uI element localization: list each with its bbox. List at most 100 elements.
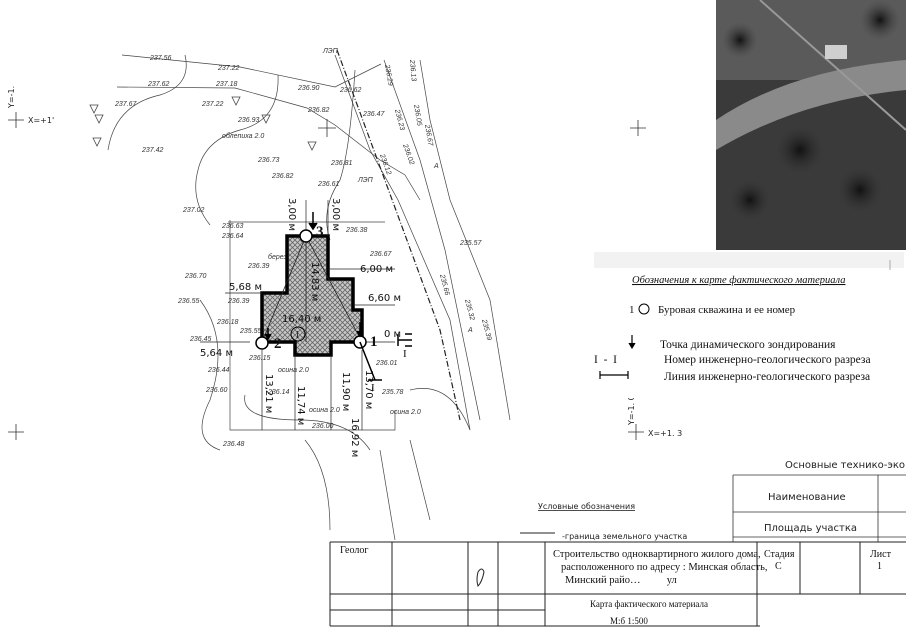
map-label: 3,00 м [286, 198, 297, 231]
map-label: береза [268, 253, 291, 261]
map-label: 236.67 [423, 123, 434, 147]
map-label: 0 м [384, 329, 401, 340]
stage-label: Стадия [764, 549, 795, 560]
map-label: 236.38 [345, 227, 368, 234]
map-label: осина 2.0 [278, 367, 309, 374]
map-label: 237.62 [147, 81, 170, 88]
project-line: Строительство одноквартирного жилого дом… [553, 549, 761, 560]
map-label: Условные обозначения [538, 502, 635, 511]
tree-icons [89, 96, 317, 151]
map-label: 236.82 [271, 173, 294, 180]
map-label: 236.14 [267, 389, 290, 396]
map-label: 16,92 м [349, 418, 360, 457]
map-label: 236.29 [383, 63, 394, 86]
coord-y-label: Y=-1. [7, 86, 16, 109]
map-label: Линия инженерно-геологического разреза [664, 371, 870, 383]
map-label: 236.67 [369, 251, 393, 258]
map-label: 235.32 [463, 298, 476, 322]
map-label: 237.42 [141, 147, 164, 154]
map-label: -граница земельного участка [562, 532, 687, 541]
map-label: А [467, 327, 473, 334]
stage-value: С [775, 561, 782, 572]
map-label: 235.39 [480, 318, 493, 342]
map-label: 236.93 [237, 117, 260, 124]
map-label: ЛЭП [322, 48, 339, 55]
coord-x-label: X=+1' [28, 116, 54, 125]
map-label: 236.63 [221, 223, 244, 230]
map-label: 237.67 [114, 101, 138, 108]
map-label: 11,74 м [295, 386, 306, 425]
map-label: 1 [629, 304, 635, 316]
map-label: 6,60 м [368, 293, 401, 304]
signature [476, 568, 485, 587]
elevation-labels: 237.56 237.22 237.62 237.18 236.90 236.6… [114, 55, 492, 448]
map-label: 236.70 [184, 273, 207, 280]
map-label: 235.78 [381, 389, 404, 396]
role-label: Геолог [340, 545, 368, 556]
coordinate-crosses [8, 112, 646, 440]
map-label: 236.01 [375, 360, 398, 367]
map-label: 236.64 [221, 233, 244, 240]
map-label: 236.61 [317, 181, 340, 188]
map-label: I - I [594, 354, 617, 366]
legend-panel: Обозначения к карте фактического материа… [592, 250, 906, 398]
building-footprint [260, 234, 364, 357]
map-label: 236.18 [216, 319, 239, 326]
map-label: 236.44 [207, 367, 230, 374]
map-label: 236.82 [307, 107, 330, 114]
map-label: облепиха 2.0 [222, 132, 264, 140]
map-label: 16,40 м [282, 314, 321, 325]
tech-table-title: Основные технико-эко [785, 460, 905, 471]
map-label: 237.22 [217, 65, 240, 72]
map-label: I [371, 382, 375, 394]
power-line [336, 49, 461, 421]
map-label: 236.02 [401, 142, 415, 166]
map-label: Буровая скважина и ее номер [658, 304, 796, 316]
map-label: 235.66 [438, 273, 451, 297]
map-label: 1 [295, 330, 300, 341]
borehole-1: 1 [353, 322, 378, 350]
map-label: 236.60 [205, 387, 228, 394]
borehole-symbol-icon [638, 303, 650, 315]
map-label: 235.55 [239, 328, 262, 335]
conventions: Условные обозначения -граница земельного… [520, 502, 687, 541]
map-label: 236.73 [257, 157, 280, 164]
aerial-photo [716, 0, 906, 260]
map-label: 13,21 м [263, 374, 274, 413]
map-label: 6,00 м [360, 264, 393, 275]
drawing-scale: М:б 1:500 [610, 616, 648, 626]
map-label: осина 2.0 [309, 407, 340, 414]
map-label: 236.39 [247, 263, 270, 270]
map-label: I [403, 348, 407, 360]
project-line: Минский райо… ул [565, 575, 677, 586]
map-label: 11,90 м [340, 372, 351, 411]
coord-y-label-right: Y=-1. 0 [627, 395, 636, 426]
map-label: 236.39 [227, 298, 250, 305]
section-line-icon [599, 371, 629, 379]
map-label: 236.47 [362, 111, 386, 118]
map-label: 236.12 [378, 152, 392, 176]
map-label: 236.23 [393, 108, 406, 132]
sheet-label: Лист [870, 549, 892, 560]
map-label: осина 2.0 [390, 409, 421, 416]
coord-x-label-right: X=+1. 3 [648, 429, 682, 438]
tech-table-row: Площадь участка [764, 523, 857, 534]
map-label: 236.15 [248, 355, 271, 362]
map-label: 235.57 [459, 240, 483, 247]
dimension-labels: 3,00 м 3,00 м 6,00 м 5,68 м 6,60 м 16,40… [200, 198, 401, 457]
sounding-arrow-icon [628, 335, 636, 350]
map-label: 236.48 [222, 441, 245, 448]
map-label: Номер инженерно-геологического разреза [664, 354, 871, 366]
map-label: 236.13 [408, 59, 417, 82]
borehole-2: 2 [255, 328, 282, 352]
map-label: ЛЭП [357, 177, 374, 184]
drawing-title: Карта фактического материала [590, 599, 708, 609]
map-label: 236.62 [339, 87, 362, 94]
topographic-lines [107, 54, 511, 541]
title-block: Геолог Строительство одноквартирного жил… [329, 541, 906, 627]
map-label: 237.02 [182, 207, 205, 214]
map-label: 2 [274, 336, 282, 352]
vegetation-labels: облепиха 2.0 береза осина 2.0 осина 2.0 … [222, 48, 473, 416]
borehole-3: 3 [299, 212, 324, 243]
map-label: 237.56 [149, 55, 172, 62]
